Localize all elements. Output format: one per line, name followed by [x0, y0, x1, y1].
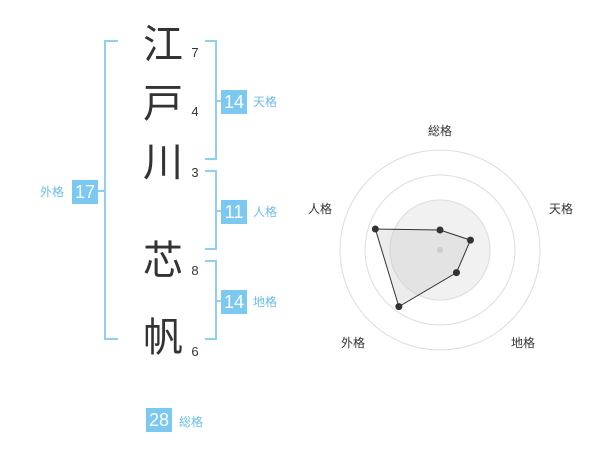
- tenkaku-label: 天格: [253, 95, 278, 109]
- gaikaku-bracket-tick: [98, 190, 106, 192]
- name-char-5: 帆: [143, 315, 183, 361]
- radar-center-dot: [437, 247, 443, 253]
- chikaku-label: 地格: [253, 295, 278, 309]
- radar-axis-label-chikaku: 地格: [511, 336, 536, 350]
- stroke-count-3: 3: [191, 165, 199, 180]
- jinkaku-label: 人格: [253, 205, 278, 219]
- radar-axis-label-gaikaku: 外格: [341, 336, 366, 350]
- name-char-4: 芯: [143, 238, 183, 284]
- soukaku-label: 総格: [179, 415, 204, 429]
- radar-point-0: [436, 226, 444, 234]
- stroke-count-5: 6: [191, 344, 199, 359]
- soukaku-value-badge: 28: [146, 408, 172, 432]
- stroke-count-4: 8: [191, 263, 199, 278]
- chikaku-bracket-tick: [215, 300, 221, 302]
- radar-axis-label-tenkaku: 天格: [549, 202, 574, 216]
- radar-point-1: [466, 236, 474, 244]
- radar-point-4: [371, 225, 379, 233]
- chikaku-value-badge: 14: [221, 290, 247, 314]
- gaikaku-value-badge: 17: [72, 180, 98, 204]
- stroke-count-1: 7: [191, 45, 199, 60]
- stroke-count-2: 4: [191, 104, 199, 119]
- jinkaku-value-badge: 11: [221, 200, 247, 224]
- radar-axis-label-jinkaku: 人格: [308, 202, 333, 216]
- name-char-1: 江: [143, 22, 183, 68]
- radar-point-2: [452, 269, 460, 277]
- radar-point-3: [395, 303, 403, 311]
- tenkaku-bracket-tick: [215, 100, 221, 102]
- jinkaku-bracket-tick: [215, 210, 221, 212]
- name-char-3: 川: [143, 140, 183, 186]
- name-char-2: 戸: [143, 81, 183, 127]
- gaikaku-label: 外格: [40, 185, 65, 199]
- tenkaku-value-badge: 14: [221, 90, 247, 114]
- radar-value-polygon: [374, 228, 472, 308]
- radar-axis-label-soukaku: 総格: [428, 124, 453, 138]
